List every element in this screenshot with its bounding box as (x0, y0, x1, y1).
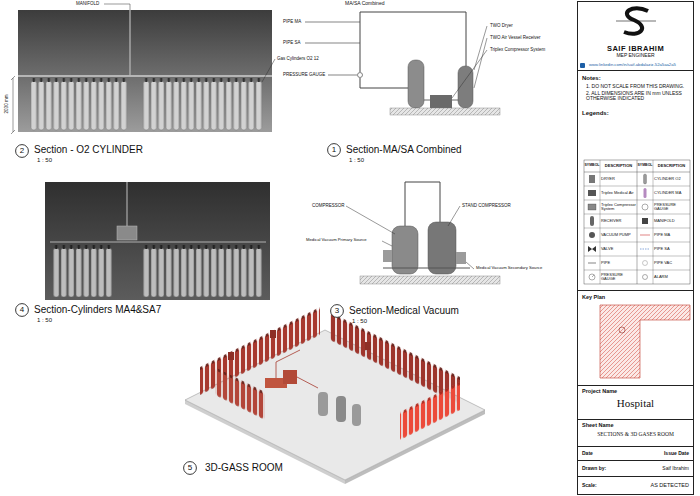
cylinders-ma-sa-section (45, 182, 270, 300)
cell-text: AS DETECTED (650, 482, 689, 488)
cell-text: Legends: (582, 110, 689, 117)
title-block-cell: SAIF IBRAHIMMEP ENGINEER www.linkedin.com… (577, 1, 694, 71)
cell-text: Hospital (582, 397, 689, 410)
view-title: Section-Cylinders MA4&SA7 (34, 304, 161, 316)
leader-label: Triplex Compressor System (490, 47, 545, 52)
title-block-cell: Sheet NameSECTIONS & 3D GASES ROOM (577, 420, 694, 447)
view-title: 3D-GASS ROOM (205, 462, 283, 474)
legend-table-cell: PIPE SA (654, 242, 689, 256)
cell-text: Scale: (582, 483, 597, 489)
cell-text: SAIF IBRAHIM (607, 45, 664, 54)
legend-table-cell: CYLINDER O2 (654, 172, 689, 186)
leader-label: Medical Vacuum Secondary Source (476, 266, 542, 271)
legend-table-cell: DESCRIPTION (654, 160, 689, 172)
callout-number: 3 (335, 306, 339, 315)
legend-table-cell: PIPE (601, 256, 636, 270)
o2-cylinder-section (11, 4, 275, 134)
cell-text: SECTIONS & 3D GASES ROOM (582, 431, 689, 437)
legend-table-cell: PRESSURE GAUGE (654, 200, 689, 214)
callout-circle: 4 (15, 303, 29, 317)
title-block-cell: Notes: 1. DO NOT SCALE FROM THIS DRAWING.… (577, 71, 694, 291)
legend-table-cell: ALARM (654, 270, 689, 284)
leader-label: TWO Dryer (490, 23, 513, 28)
callout-number: 1 (332, 145, 336, 154)
callout-number: 4 (20, 305, 24, 314)
view-title: Section-Medical Vacuum (349, 305, 459, 317)
cell-text: Date (582, 451, 593, 457)
cell-text: Sheet Name (582, 422, 689, 428)
cell-text: Key Plan (582, 294, 689, 300)
title-block-cell: Scale: AS DETECTED (577, 477, 694, 495)
circle-outline (16, 145, 29, 158)
callout-number: 2 (20, 146, 24, 155)
circle-outline (328, 144, 341, 157)
circle-outline (184, 462, 197, 475)
scale-note: 1 : 50 (352, 318, 367, 325)
callout-circle: 2 (15, 144, 29, 158)
leader-label: COMPRESSOR (312, 203, 345, 208)
cell-text: Notes: (582, 75, 689, 82)
ma-sa-section (305, 12, 500, 115)
leader-label: Medical Vacuum Primary Source (306, 238, 367, 243)
cell-text: 2. ALL DIMENSIONS ARE IN mm UNLESS OTHER… (586, 91, 689, 103)
legend-table-cell: DESCRIPTION (601, 160, 636, 172)
title-block-cell: Date Issue Date (577, 447, 694, 461)
cell-text: MEP ENGINEER (616, 53, 654, 59)
title-block-graphics (580, 8, 690, 378)
title-block-cell: Project NameHospital (577, 386, 694, 420)
leader-label: PIPE SA (283, 40, 301, 45)
legend-table-cell: VACUUM PUMP (601, 228, 636, 242)
leader-label: PIPE MA (283, 19, 301, 24)
legend-table-cell: RECEIVER (601, 214, 636, 228)
legend-table-cell: Triplex Compressor System (601, 200, 636, 214)
legend-table-cell: SYMBOL (638, 160, 652, 172)
cell-text: 1. DO NOT SCALE FROM THIS DRAWING. (586, 84, 689, 90)
callout-circle: 5 (183, 461, 197, 475)
legend-table-cell: DRYER (601, 172, 636, 186)
legend-table-cell: CYLINDER MA (654, 186, 689, 200)
callout-circle: 1 (327, 143, 341, 157)
scale-note: 1 : 50 (37, 317, 52, 324)
title-block-cell: Key Plan (577, 291, 694, 386)
cell-text: www.linkedin.com/in/saif-abdalaziz-52a5a… (580, 63, 691, 68)
leader-label: TWO Air Vessel Receiver (490, 35, 541, 40)
callout-number: 5 (188, 463, 192, 472)
circle-outline (331, 305, 344, 318)
cell-text: Project Name (582, 388, 689, 394)
cell-text: Drawn by: (582, 466, 606, 472)
legend-table-cell: PRESSURE GAUGE (601, 270, 636, 284)
view-title: Section - O2 CYLINDER (34, 144, 143, 156)
scale-note: 1 : 50 (37, 157, 52, 164)
cell-text: Issue Date (664, 451, 689, 457)
cell-text: Saif Ibrahim (662, 466, 689, 472)
dimension: 2030 mm (4, 95, 9, 114)
leader-label: PRESSURE GAUGE (283, 72, 325, 77)
legend-table-cell: PIPE VAC (654, 256, 689, 270)
legend-table-cell: VALVE (601, 242, 636, 256)
circle-outline (16, 304, 29, 317)
title-block-cell: Drawn by: Saif Ibrahim (577, 461, 694, 477)
legend-table-cell: SYMBOL (585, 160, 599, 172)
leader-label: Gas Cylinders O2 12 (277, 56, 319, 61)
gas-room-3d (185, 307, 485, 484)
legend-table-cell: PIPE MA (654, 228, 689, 242)
leader-label: STAND COMPRESSOR (462, 203, 511, 208)
legend-table-cell: MANIFOLD (654, 214, 689, 228)
leader-label: MANIFOLD (76, 1, 99, 6)
scale-note: 1 : 50 (349, 157, 364, 164)
view-heading: MA/SA Combined (345, 1, 384, 7)
view-title: Section-MA/SA Combined (346, 144, 462, 156)
legend-table-cell: Triplex Medical Air (601, 186, 636, 200)
callout-circle: 3 (330, 304, 344, 318)
